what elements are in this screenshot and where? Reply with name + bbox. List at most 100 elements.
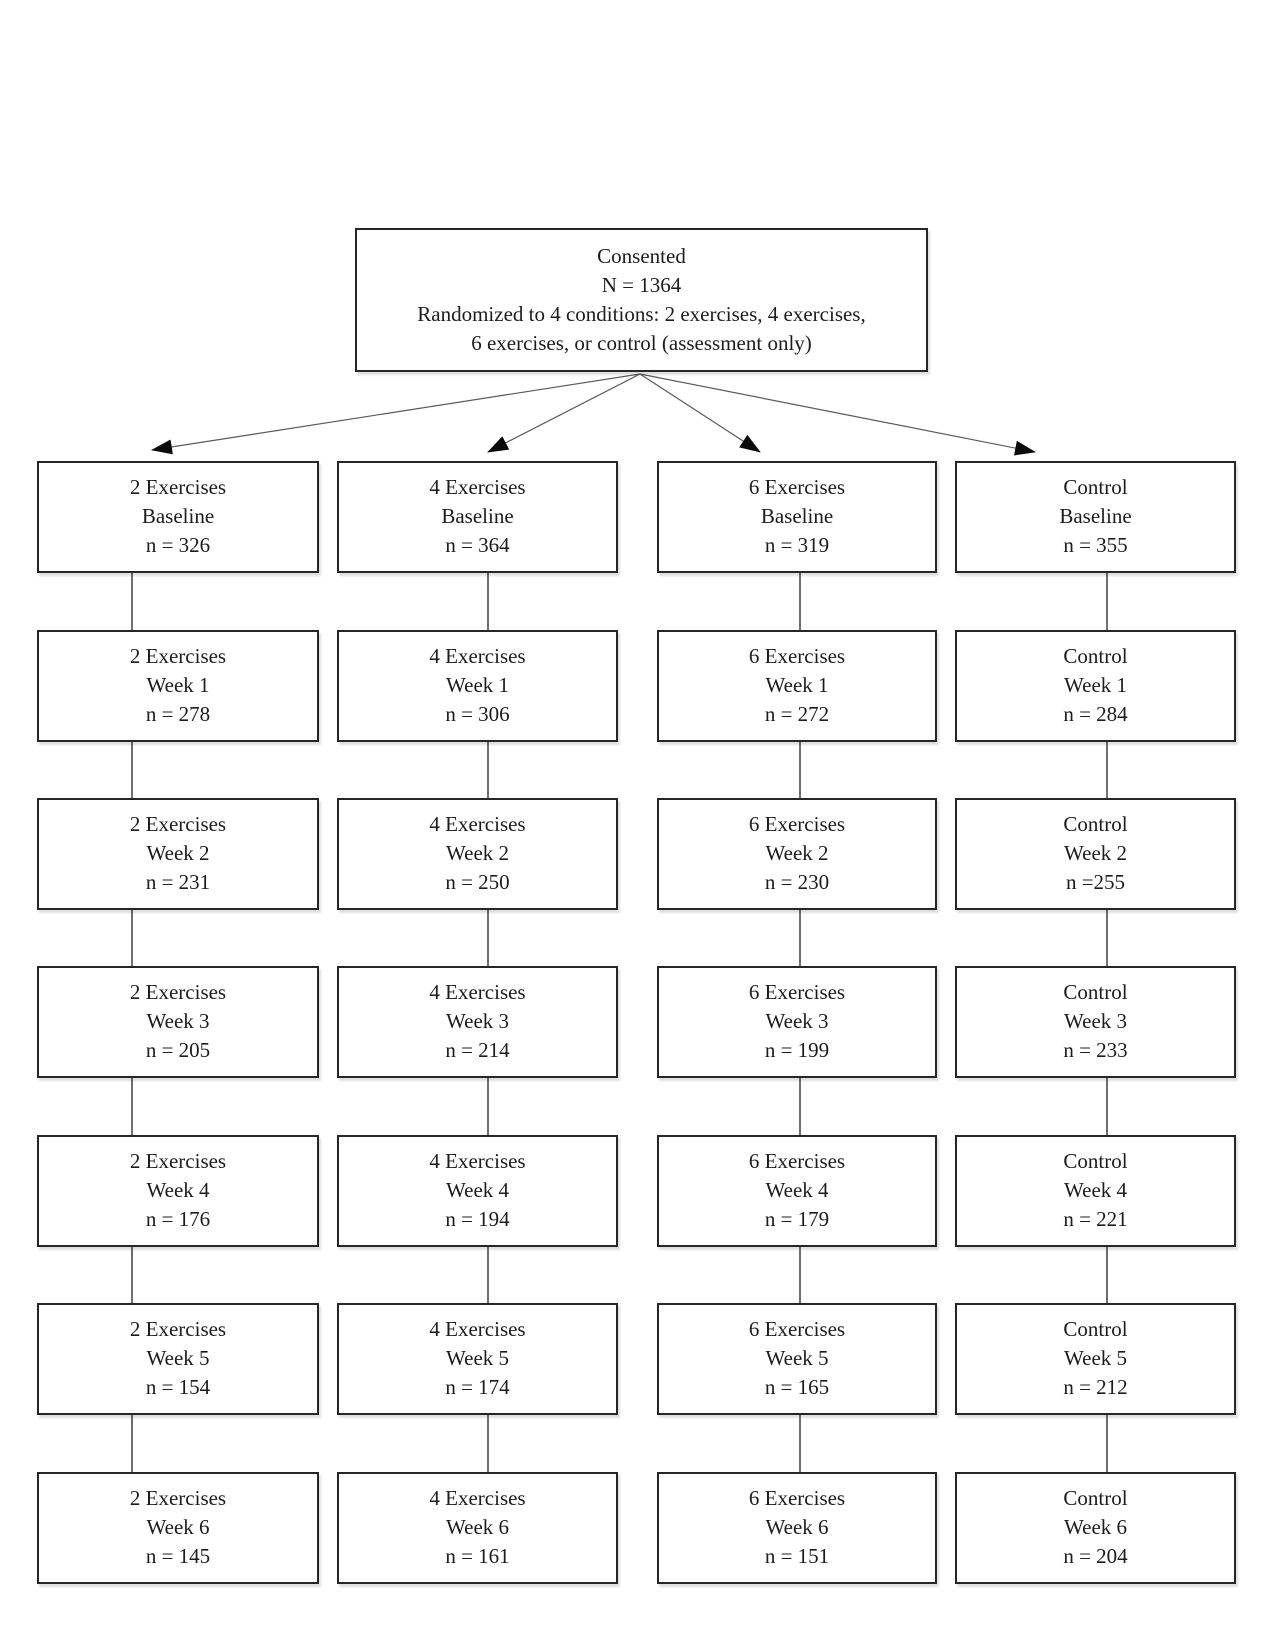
stage-label: Week 6 <box>1063 1515 1128 1539</box>
group-label: Control <box>1063 812 1128 836</box>
n-label: n = 214 <box>445 1038 510 1062</box>
n-label: n = 165 <box>764 1375 830 1399</box>
node-4exercises-week2: 4 Exercises Week 2 n = 250 <box>337 798 618 910</box>
group-label: Control <box>1063 644 1128 668</box>
node-2exercises-week3: 2 Exercises Week 3 n = 205 <box>37 966 319 1078</box>
n-label: n = 230 <box>764 870 830 894</box>
node-2exercises-week5: 2 Exercises Week 5 n = 154 <box>37 1303 319 1415</box>
stage-label: Week 3 <box>146 1009 210 1033</box>
stage-label: Week 3 <box>445 1009 510 1033</box>
node-control-week4: Control Week 4 n = 221 <box>955 1135 1236 1247</box>
node-6exercises-week4: 6 Exercises Week 4 n = 179 <box>657 1135 937 1247</box>
node-4exercises-week3: 4 Exercises Week 3 n = 214 <box>337 966 618 1078</box>
node-control-week3: Control Week 3 n = 233 <box>955 966 1236 1078</box>
n-label: n = 233 <box>1063 1038 1128 1062</box>
group-label: Control <box>1063 475 1128 499</box>
group-label: 6 Exercises <box>748 980 846 1004</box>
node-control-week5: Control Week 5 n = 212 <box>955 1303 1236 1415</box>
stage-label: Week 2 <box>1063 841 1128 865</box>
stage-label: Week 4 <box>765 1178 829 1202</box>
n-label: n = 154 <box>145 1375 211 1399</box>
randomized-line-1: Randomized to 4 conditions: 2 exercises,… <box>417 302 866 326</box>
stage-label: Baseline <box>1059 504 1132 528</box>
node-2exercises-week1: 2 Exercises Week 1 n = 278 <box>37 630 319 742</box>
consented-title: Consented <box>597 244 686 268</box>
n-label: n = 278 <box>145 702 211 726</box>
stage-label: Week 2 <box>765 841 829 865</box>
randomized-line-2: 6 exercises, or control (assessment only… <box>471 331 812 355</box>
group-label: 6 Exercises <box>748 1486 846 1510</box>
stage-label: Week 1 <box>146 673 210 697</box>
stage-label: Week 5 <box>146 1346 210 1370</box>
stage-label: Week 4 <box>1063 1178 1128 1202</box>
group-label: 4 Exercises <box>429 1486 526 1510</box>
stage-label: Week 4 <box>146 1178 210 1202</box>
n-label: n = 205 <box>145 1038 211 1062</box>
n-label: n = 151 <box>764 1544 830 1568</box>
node-6exercises-week2: 6 Exercises Week 2 n = 230 <box>657 798 937 910</box>
stage-label: Week 6 <box>445 1515 510 1539</box>
node-4exercises-week5: 4 Exercises Week 5 n = 174 <box>337 1303 618 1415</box>
column-connectors <box>131 573 1108 1472</box>
node-2exercises-week6: 2 Exercises Week 6 n = 145 <box>37 1472 319 1584</box>
stage-label: Week 5 <box>1063 1346 1128 1370</box>
node-4exercises-week6: 4 Exercises Week 6 n = 161 <box>337 1472 618 1584</box>
group-label: 2 Exercises <box>129 644 227 668</box>
node-4exercises-baseline: 4 Exercises Baseline n = 364 <box>337 461 618 573</box>
group-label: 2 Exercises <box>129 1486 227 1510</box>
n-label: n = 221 <box>1063 1207 1128 1231</box>
group-label: 4 Exercises <box>429 475 526 499</box>
n-label: n = 319 <box>764 533 830 557</box>
node-4exercises-week4: 4 Exercises Week 4 n = 194 <box>337 1135 618 1247</box>
stage-label: Baseline <box>141 504 215 528</box>
n-label: n =255 <box>1065 870 1126 894</box>
n-label: n = 272 <box>764 702 830 726</box>
node-6exercises-week3: 6 Exercises Week 3 n = 199 <box>657 966 937 1078</box>
node-control-week1: Control Week 1 n = 284 <box>955 630 1236 742</box>
group-label: 6 Exercises <box>748 1317 846 1341</box>
group-label: Control <box>1063 1486 1128 1510</box>
n-label: n = 174 <box>445 1375 510 1399</box>
node-control-week6: Control Week 6 n = 204 <box>955 1472 1236 1584</box>
node-2exercises-baseline: 2 Exercises Baseline n = 326 <box>37 461 319 573</box>
node-6exercises-week6: 6 Exercises Week 6 n = 151 <box>657 1472 937 1584</box>
group-label: 2 Exercises <box>129 1317 227 1341</box>
group-label: 2 Exercises <box>129 980 227 1004</box>
node-6exercises-week5: 6 Exercises Week 5 n = 165 <box>657 1303 937 1415</box>
node-2exercises-week2: 2 Exercises Week 2 n = 231 <box>37 798 319 910</box>
node-6exercises-week1: 6 Exercises Week 1 n = 272 <box>657 630 937 742</box>
stage-label: Week 2 <box>146 841 210 865</box>
stage-label: Week 5 <box>765 1346 829 1370</box>
n-label: n = 284 <box>1063 702 1128 726</box>
n-label: n = 145 <box>145 1544 211 1568</box>
group-label: 4 Exercises <box>429 980 526 1004</box>
n-label: n = 364 <box>445 533 510 557</box>
group-label: 2 Exercises <box>129 475 227 499</box>
node-control-baseline: Control Baseline n = 355 <box>955 461 1236 573</box>
randomization-arrows <box>151 373 1036 456</box>
group-label: 6 Exercises <box>748 475 846 499</box>
group-label: 4 Exercises <box>429 644 526 668</box>
group-label: Control <box>1063 1149 1128 1173</box>
node-2exercises-week4: 2 Exercises Week 4 n = 176 <box>37 1135 319 1247</box>
group-label: 6 Exercises <box>748 644 846 668</box>
group-label: 6 Exercises <box>748 1149 846 1173</box>
n-label: n = 161 <box>445 1544 510 1568</box>
group-label: 2 Exercises <box>129 812 227 836</box>
stage-label: Baseline <box>441 504 514 528</box>
node-6exercises-baseline: 6 Exercises Baseline n = 319 <box>657 461 937 573</box>
node-4exercises-week1: 4 Exercises Week 1 n = 306 <box>337 630 618 742</box>
stage-label: Week 6 <box>146 1515 210 1539</box>
n-label: n = 231 <box>145 870 211 894</box>
n-label: n = 306 <box>445 702 510 726</box>
stage-label: Week 3 <box>1063 1009 1128 1033</box>
group-label: Control <box>1063 1317 1128 1341</box>
stage-label: Week 6 <box>765 1515 829 1539</box>
n-label: n = 250 <box>445 870 510 894</box>
n-label: n = 212 <box>1063 1375 1128 1399</box>
group-label: 2 Exercises <box>129 1149 227 1173</box>
stage-label: Week 1 <box>765 673 829 697</box>
stage-label: Week 2 <box>445 841 510 865</box>
stage-label: Baseline <box>760 504 834 528</box>
